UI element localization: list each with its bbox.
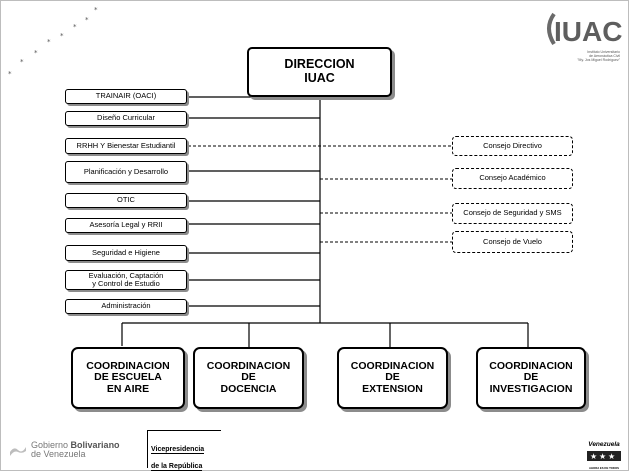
unit-trainair: TRAINAIR (OACI) [65,89,187,104]
unit-asesoria-legal: Asesoría Legal y RRII [65,218,187,233]
iuac-logo: IUAC Instituto Universitario de Aeronáut… [540,10,622,80]
council-directivo: Consejo Directivo [452,136,573,156]
gobierno-text: Gobierno [31,440,69,450]
unit-administracion: Administración [65,299,187,314]
vicepresidencia-label: Vicepresidencia de la República [147,430,221,472]
venezuela-logo: Venezuela ★ ★ ★ AHORA ES DE TODOS [584,441,624,470]
svg-text:*: * [94,6,98,14]
stars-icon: ★ ★ ★ [587,451,621,461]
unit-planificacion: Planificación y Desarrollo [65,161,187,183]
unit-rrhh: RRHH Y Bienestar Estudiantil [65,138,187,154]
vicepresidencia-line-2: de la República [151,463,203,472]
svg-text:*: * [8,70,12,78]
svg-text:★: ★ [599,452,606,461]
svg-text:*: * [60,32,64,40]
vicepresidencia-line-1: Vicepresidencia [151,445,205,454]
svg-text:*: * [20,58,24,66]
council-seguridad-sms: Consejo de Seguridad y SMS [452,203,573,224]
unit-diseno-curricular: Diseño Curricular [65,111,187,126]
unit-otic: OTIC [65,193,187,208]
gobierno-bolivariano-logo: Gobierno Bolivariano de Venezuela [9,440,120,460]
svg-text:★: ★ [590,452,597,461]
coordination-docencia: COORDINACION DE DOCENCIA [193,347,304,409]
iuac-logo-subtitle: Instituto Universitario de Aeronáutica C… [577,50,620,63]
svg-text:*: * [73,23,77,31]
venezuela-text: Venezuela [588,441,620,448]
iuac-logo-text: IUAC [554,16,622,47]
svg-text:*: * [34,49,38,57]
svg-text:*: * [47,38,51,46]
bolivariano-text: Bolivariano [70,440,120,450]
unit-seguridad-higiene: Seguridad e Higiene [65,245,187,261]
flag-icon [10,447,26,457]
coordination-investigacion: COORDINACION DE INVESTIGACION [476,347,586,409]
coordination-extension: COORDINACION DE EXTENSION [337,347,448,409]
coordination-escuela-aire: COORDINACION DE ESCUELA EN AIRE [71,347,185,409]
venezuela-slogan: AHORA ES DE TODOS [589,466,619,470]
de-venezuela-text: de Venezuela [31,449,86,460]
direction-box: DIRECCION IUAC [247,47,392,97]
svg-text:*: * [85,16,89,24]
iuac-logo-mark: IUAC [547,12,622,47]
council-academico: Consejo Académico [452,168,573,189]
unit-evaluacion: Evaluación, Captación y Control de Estud… [65,270,187,290]
council-vuelo: Consejo de Vuelo [452,231,573,253]
svg-text:★: ★ [608,452,615,461]
